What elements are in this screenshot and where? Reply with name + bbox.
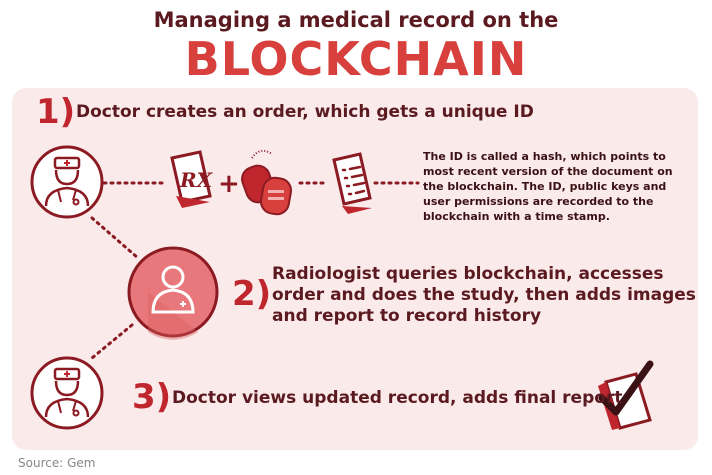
content-panel: [12, 88, 698, 450]
step-1-note: The ID is called a hash, which points to…: [423, 150, 673, 223]
prescription-icon: RX: [170, 150, 214, 208]
doctor-icon-final: [30, 356, 104, 430]
step-1-text: Doctor creates an order, which gets a un…: [76, 102, 534, 122]
source-note: Source: Gem: [18, 456, 96, 470]
step-2-text-line: and report to record history: [272, 306, 542, 326]
dog-tags-icon: [241, 149, 293, 216]
step-3-text: Doctor views updated record, adds final …: [172, 388, 623, 408]
radiologist-icon: [127, 246, 219, 340]
step-2-number: 2): [232, 274, 272, 314]
dotted-connectors: [90, 181, 420, 360]
document-icon: [332, 152, 372, 214]
step-2-text-line: Radiologist queries blockchain, accesses: [272, 264, 664, 284]
checkmark-clipboard-icon: [598, 360, 654, 430]
page-title: BLOCKCHAIN: [184, 32, 528, 86]
rx-symbol: RX: [179, 168, 214, 192]
doctor-icon: [30, 145, 104, 219]
step-1-number: 1): [36, 92, 76, 132]
step-3-number: 3): [132, 377, 172, 417]
connector-doctor-to-radiologist: [90, 216, 140, 260]
connector-radiologist-to-doctor: [90, 323, 134, 360]
plus-icon: +: [218, 169, 240, 199]
step-2-text: Radiologist queries blockchain, accesses…: [272, 264, 696, 327]
step-2-text-line: order and does the study, then adds imag…: [272, 285, 696, 305]
page-subtitle: Managing a medical record on the: [153, 8, 559, 32]
